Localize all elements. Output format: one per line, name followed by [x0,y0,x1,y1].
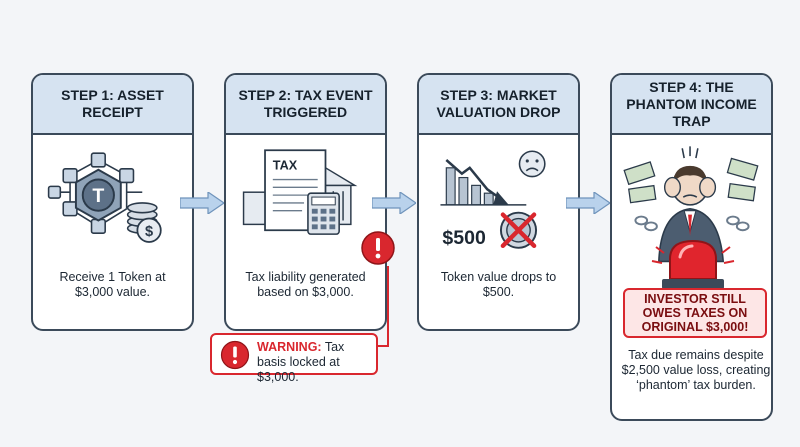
flow-arrow-2-icon [372,192,416,214]
step-4-card: STEP 4: THE PHANTOM INCOME TRAP [610,73,773,421]
flow-arrow-1-icon [180,192,224,214]
warning-text-block: WARNING: Tax basis locked at $3,000. [257,340,375,385]
tax-document-icon: TAX [242,149,358,235]
step-1-card: STEP 1: ASSET RECEIPT T $ Receive 1 Toke… [31,73,194,331]
step-4-description: Tax due remains despite $2,500 value los… [621,348,771,392]
warning-label: WARNING: [257,340,322,354]
step-2-title: STEP 2: TAX EVENT TRIGGERED [226,75,385,135]
step-3-description: Token value drops to $500. [440,270,557,299]
step-1-description: Receive 1 Token at $3,000 value. [59,270,166,299]
step-1-title: STEP 1: ASSET RECEIPT [33,75,192,135]
token-network-icon: T $ [47,152,162,243]
svg-text:$: $ [145,224,153,240]
trap-callout: INVESTOR STILL OWES TAXES ON ORIGINAL $3… [623,288,767,338]
warning-box: WARNING: Tax basis locked at $3,000. [210,333,378,384]
warning-text: Tax basis locked at $3,000. [257,340,345,384]
step-2-description: Tax liability generated based on $3,000. [245,270,366,299]
step-2-card: STEP 2: TAX EVENT TRIGGERED TAX Tax liab… [224,73,387,331]
warning-alert-icon [220,340,250,370]
tax-doc-label: TAX [273,159,298,173]
siren-icon [651,239,735,289]
svg-text:T: T [92,185,104,207]
step-3-title: STEP 3: MARKET VALUATION DROP [419,75,578,135]
market-drop-chart-icon: $500 [440,150,546,249]
alert-icon [361,231,395,265]
flow-arrow-3-icon [566,192,610,214]
step-4-title: STEP 4: THE PHANTOM INCOME TRAP [612,75,771,135]
price-label: $500 [442,227,486,249]
step-3-card: STEP 3: MARKET VALUATION DROP $500 Token… [417,73,580,331]
